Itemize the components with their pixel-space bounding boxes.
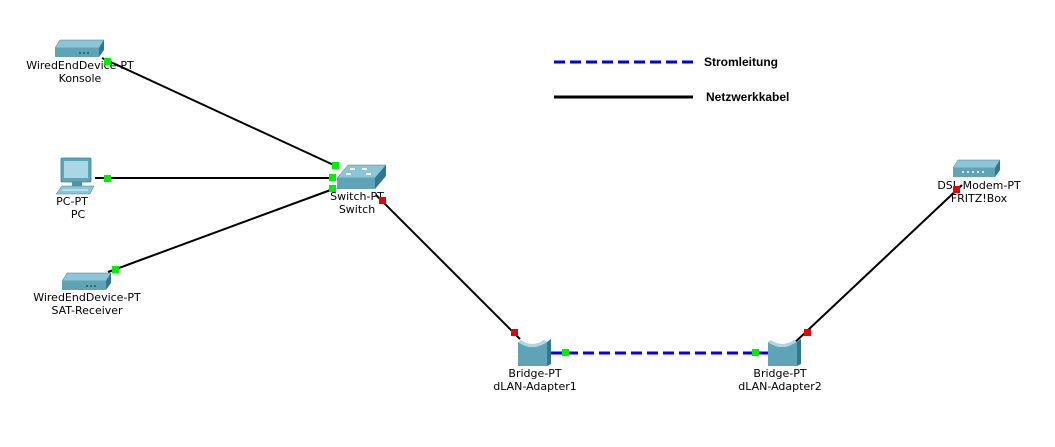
link-konsole-switch[interactable] [101, 57, 339, 168]
device-name-label: FRITZ!Box [951, 192, 1008, 205]
link-adapter2-modem[interactable] [789, 184, 963, 348]
device-type-label: WiredEndDevice-PT [26, 59, 134, 72]
port-status-up [104, 175, 111, 182]
bridge-icon [518, 339, 551, 366]
port-status-up [329, 185, 336, 192]
port-status-up [329, 174, 336, 181]
device-sat-receiver[interactable]: WiredEndDevice-PT SAT-Receiver [33, 272, 141, 317]
device-name-label: Konsole [59, 72, 102, 85]
device-dlan-adapter1[interactable]: Bridge-PT dLAN-Adapter1 [493, 339, 577, 393]
bridge-icon [768, 339, 801, 366]
port-status-down [379, 197, 386, 204]
port-status-up [332, 162, 339, 169]
device-konsole[interactable]: WiredEndDevice-PT Konsole [26, 39, 134, 85]
port-status-up [562, 349, 569, 356]
device-name-label: dLAN-Adapter2 [738, 380, 821, 393]
link-switch-adapter1[interactable] [375, 194, 521, 340]
device-dlan-adapter2[interactable]: Bridge-PT dLAN-Adapter2 [738, 339, 822, 393]
legend-label-netzwerkkabel: Netzwerkkabel [706, 90, 789, 104]
port-status-up [112, 266, 119, 273]
device-type-label: DSL-Modem-PT [937, 179, 1021, 192]
port-indicators [104, 58, 960, 356]
legend-label-stromleitung: Stromleitung [704, 55, 778, 69]
device-name-label: SAT-Receiver [51, 304, 123, 317]
port-status-down [804, 329, 811, 336]
port-status-down [511, 329, 518, 336]
device-pc[interactable]: PC-PT PC [55, 157, 95, 221]
device-name-label: dLAN-Adapter1 [493, 380, 576, 393]
legend: Stromleitung Netzwerkkabel [554, 55, 789, 104]
pc-icon [55, 157, 95, 195]
device-switch[interactable]: Switch-PT Switch [330, 164, 387, 216]
device-name-label: Switch [339, 203, 375, 216]
port-status-up [104, 58, 111, 65]
switch-icon [336, 164, 387, 189]
port-status-up [752, 349, 759, 356]
device-name-label: PC [71, 208, 86, 221]
device-type-label: Bridge-PT [508, 367, 561, 380]
links [95, 57, 963, 355]
port-status-down [953, 186, 960, 193]
device-type-label: WiredEndDevice-PT [33, 291, 141, 304]
device-fritzbox[interactable]: DSL-Modem-PT FRITZ!Box [937, 159, 1021, 205]
wired-end-device-icon [61, 272, 112, 290]
wired-end-device-icon [54, 39, 105, 57]
device-type-label: PC-PT [56, 195, 88, 208]
link-sat-switch[interactable] [107, 187, 337, 273]
device-type-label: Bridge-PT [753, 367, 806, 380]
dsl-modem-icon [952, 159, 1001, 177]
device-type-label: Switch-PT [330, 190, 384, 203]
